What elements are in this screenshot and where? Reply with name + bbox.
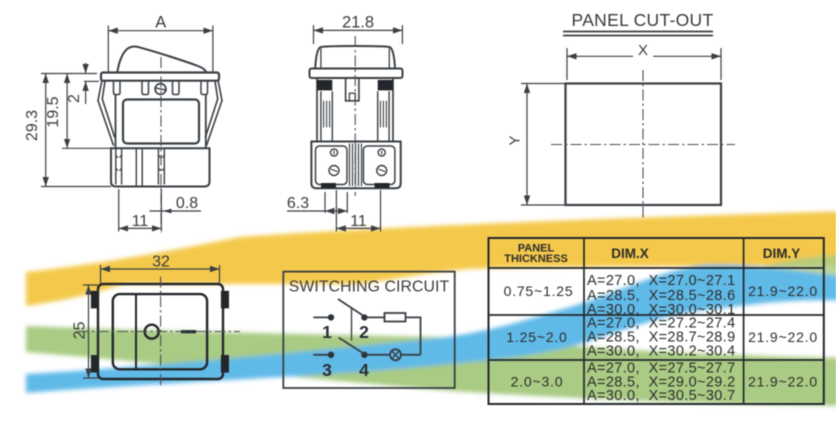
svg-text:0.75~1.25: 0.75~1.25 bbox=[504, 283, 574, 299]
svg-text:2: 2 bbox=[359, 322, 369, 342]
svg-text:21.9~22.0: 21.9~22.0 bbox=[748, 329, 818, 345]
svg-text:25: 25 bbox=[72, 322, 89, 340]
svg-text:2: 2 bbox=[66, 94, 83, 103]
svg-text:21.8: 21.8 bbox=[342, 14, 374, 32]
svg-text:A=28.5, X=29.0~29.2: A=28.5, X=29.0~29.2 bbox=[587, 375, 736, 391]
svg-text:21.9~22.0: 21.9~22.0 bbox=[748, 374, 818, 390]
svg-text:6.3: 6.3 bbox=[287, 195, 309, 212]
svg-text:A=28.5, X=28.5~28.6: A=28.5, X=28.5~28.6 bbox=[587, 288, 736, 304]
svg-text:SWITCHING CIRCUIT: SWITCHING CIRCUIT bbox=[289, 279, 450, 296]
svg-text:THICKNESS: THICKNESS bbox=[504, 253, 568, 265]
svg-text:DIM.Y: DIM.Y bbox=[763, 246, 801, 261]
svg-text:29.3: 29.3 bbox=[24, 110, 41, 141]
svg-text:A=27.0, X=27.5~27.7: A=27.0, X=27.5~27.7 bbox=[587, 361, 736, 377]
svg-text:21.9~22.0: 21.9~22.0 bbox=[748, 283, 818, 299]
svg-text:4: 4 bbox=[359, 360, 369, 380]
svg-text:A=30.0, X=30.5~30.7: A=30.0, X=30.5~30.7 bbox=[587, 388, 736, 404]
svg-text:2.0~3.0: 2.0~3.0 bbox=[511, 374, 564, 390]
svg-text:A=27.0, X=27.0~27.1: A=27.0, X=27.0~27.1 bbox=[587, 273, 736, 289]
svg-text:32: 32 bbox=[152, 254, 170, 271]
svg-text:3: 3 bbox=[322, 360, 332, 380]
svg-text:A=27.0, X=27.2~27.4: A=27.0, X=27.2~27.4 bbox=[587, 316, 736, 332]
svg-text:1.25~2.0: 1.25~2.0 bbox=[506, 329, 567, 345]
svg-text:1: 1 bbox=[322, 322, 332, 342]
svg-text:X: X bbox=[638, 42, 648, 59]
svg-text:11: 11 bbox=[132, 213, 149, 230]
svg-text:11: 11 bbox=[350, 213, 367, 230]
svg-text:PANEL: PANEL bbox=[518, 243, 555, 255]
svg-text:0.8: 0.8 bbox=[176, 195, 198, 212]
svg-text:A: A bbox=[155, 14, 166, 32]
svg-text:A=28.5, X=28.7~28.9: A=28.5, X=28.7~28.9 bbox=[587, 330, 736, 346]
svg-text:PANEL CUT-OUT: PANEL CUT-OUT bbox=[572, 10, 714, 30]
svg-text:DIM.X: DIM.X bbox=[611, 246, 649, 261]
svg-text:19.5: 19.5 bbox=[45, 96, 62, 127]
svg-text:A=30.0, X=30.2~30.4: A=30.0, X=30.2~30.4 bbox=[587, 344, 736, 360]
svg-text:A=30.0, X=30.0~30.1: A=30.0, X=30.0~30.1 bbox=[587, 302, 736, 318]
svg-text:Y: Y bbox=[507, 135, 524, 145]
